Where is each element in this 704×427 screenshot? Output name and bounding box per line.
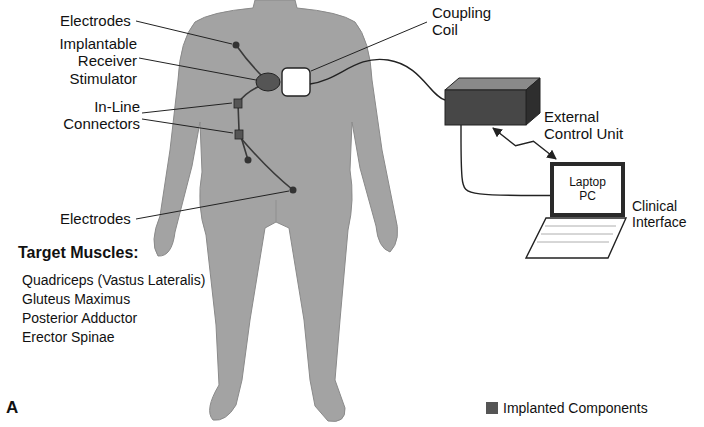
device-label: External Control Unit xyxy=(544,108,644,143)
in-line-connector xyxy=(234,99,242,108)
box-side-face xyxy=(526,78,540,125)
panel-letter: A xyxy=(6,398,36,418)
coupling-coil xyxy=(282,68,310,96)
laptop-base xyxy=(526,218,626,258)
muscle-item: Gluteus Maximus xyxy=(22,291,222,307)
legend-entry: Implanted Components xyxy=(486,400,648,416)
electrode xyxy=(245,157,252,164)
laptop-screen: Laptop PC xyxy=(550,162,625,217)
in-line-connector xyxy=(235,130,243,139)
control-unit-shape xyxy=(445,78,540,125)
muscle-item: Erector Spinae xyxy=(22,329,222,345)
part-label: In-Line Connectors xyxy=(46,98,140,133)
legend-swatch xyxy=(486,402,498,414)
box-top-face xyxy=(445,78,540,90)
cable xyxy=(461,125,550,196)
electrode xyxy=(233,42,240,49)
laptop-keys xyxy=(537,226,616,242)
control-unit-box: External Control Unit xyxy=(445,78,540,125)
muscle-item: Quadriceps (Vastus Lateralis) xyxy=(22,272,222,288)
part-label: Implantable Receiver Stimulator xyxy=(40,35,137,87)
leader-lines xyxy=(136,21,427,219)
screen-text: Laptop PC xyxy=(566,176,610,204)
lead-wires xyxy=(236,45,293,190)
muscle-item: Posterior Adductor xyxy=(22,310,222,326)
part-label: Clinical Interface xyxy=(632,198,698,230)
list-heading: Target Muscles: xyxy=(18,244,218,262)
figure-group xyxy=(136,0,445,421)
part-label: Electrodes xyxy=(60,210,140,227)
receiver-stimulator xyxy=(256,73,280,91)
coil-cable xyxy=(310,59,445,100)
part-label: Electrodes xyxy=(60,12,140,29)
body-midline xyxy=(276,200,277,222)
part-label: Coupling Coil xyxy=(432,4,504,39)
electrode xyxy=(290,187,297,194)
legend-text: Implanted Components xyxy=(503,400,648,416)
box-front-face xyxy=(445,90,526,125)
